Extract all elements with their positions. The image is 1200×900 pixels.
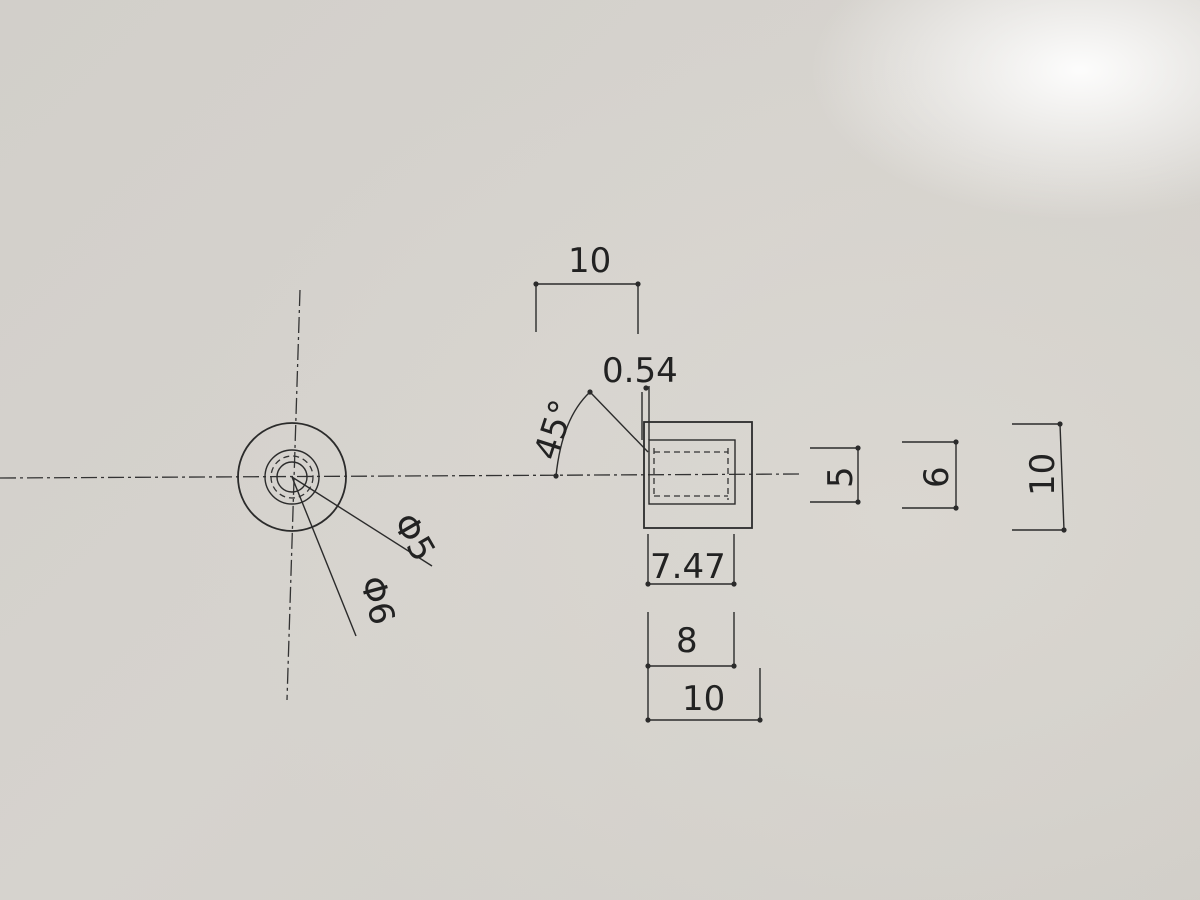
part-outline: [643, 421, 753, 529]
diameter-dimensions: 5 6 10: [810, 421, 1067, 533]
chamfer-dot-2: [553, 473, 559, 479]
phi5-label: Φ5: [384, 507, 443, 569]
chamfer-dot-1: [587, 389, 593, 395]
bore-outline: [648, 439, 736, 505]
phi6-label: Φ6: [351, 572, 402, 629]
vertical-center-line: [286, 289, 301, 701]
dim6-dot-top: [953, 439, 959, 445]
bore-depth-dot-right: [731, 581, 737, 587]
bore-depth-dot-left: [645, 581, 651, 587]
outer-circle: [237, 422, 347, 532]
chamfer-angle-label: 45°: [527, 395, 584, 465]
front-view: Φ5 Φ6: [237, 289, 443, 701]
dim10-dot-top: [1057, 421, 1063, 427]
chamfer-size-dot: [643, 385, 649, 391]
middle-circle: [264, 449, 320, 505]
head-length-dot-left: [645, 663, 651, 669]
phi5-leader: [291, 476, 433, 567]
outer-size-label: 10: [1023, 453, 1063, 496]
top-dim-dot-right: [635, 281, 641, 287]
dim5-dot-bottom: [855, 499, 861, 505]
horizontal-center-line: [0, 473, 801, 479]
overall-dot-right: [757, 717, 763, 723]
head-length-dot-right: [731, 663, 737, 669]
overall-length-label: 10: [682, 679, 725, 719]
top-length-label: 10: [568, 241, 611, 281]
dim10-line: [1059, 423, 1065, 531]
inner-circle: [276, 461, 308, 493]
head-length-label: 8: [676, 621, 698, 661]
dim5-dot-top: [855, 445, 861, 451]
bore-depth-label: 7.47: [650, 547, 726, 587]
hidden-inner-circle: [270, 455, 314, 499]
top-dim-dot-left: [533, 281, 539, 287]
dim6-dot-bottom: [953, 505, 959, 511]
dim10-dot-bottom: [1061, 527, 1067, 533]
chamfer-line: [589, 391, 649, 453]
phi6-leader: [291, 476, 357, 637]
chamfer-angle-arc: [555, 391, 591, 477]
chamfer-size-label: 0.54: [602, 351, 678, 391]
bore-diameter-label: 5: [821, 466, 861, 488]
shaft-diameter-label: 6: [917, 466, 957, 488]
side-view: 45° 0.54 10 7.47 8 10: [527, 241, 763, 723]
overall-dot-left: [645, 717, 651, 723]
